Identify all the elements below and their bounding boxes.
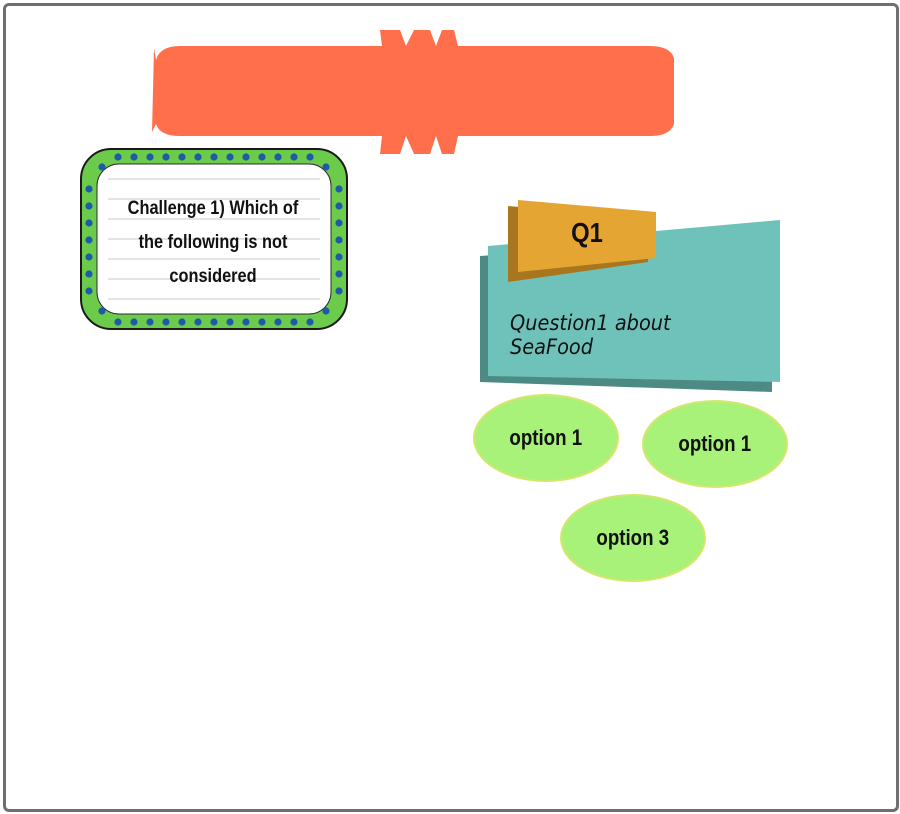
challenge-card — [80, 148, 348, 330]
title-banner — [152, 30, 674, 154]
option-label: option 1 — [678, 431, 752, 456]
option-label: option 3 — [596, 525, 670, 550]
option-button-1[interactable]: option 1 — [473, 394, 619, 482]
option-label: option 1 — [509, 425, 583, 450]
question-board — [480, 200, 780, 392]
option-button-2[interactable]: option 1 — [642, 400, 788, 488]
question-number-badge: Q1 — [571, 217, 603, 248]
question-text: Question1 about SeaFood — [510, 311, 671, 359]
challenge-text: Challenge 1) Which of the following is n… — [127, 198, 299, 287]
option-button-3[interactable]: option 3 — [560, 494, 706, 582]
